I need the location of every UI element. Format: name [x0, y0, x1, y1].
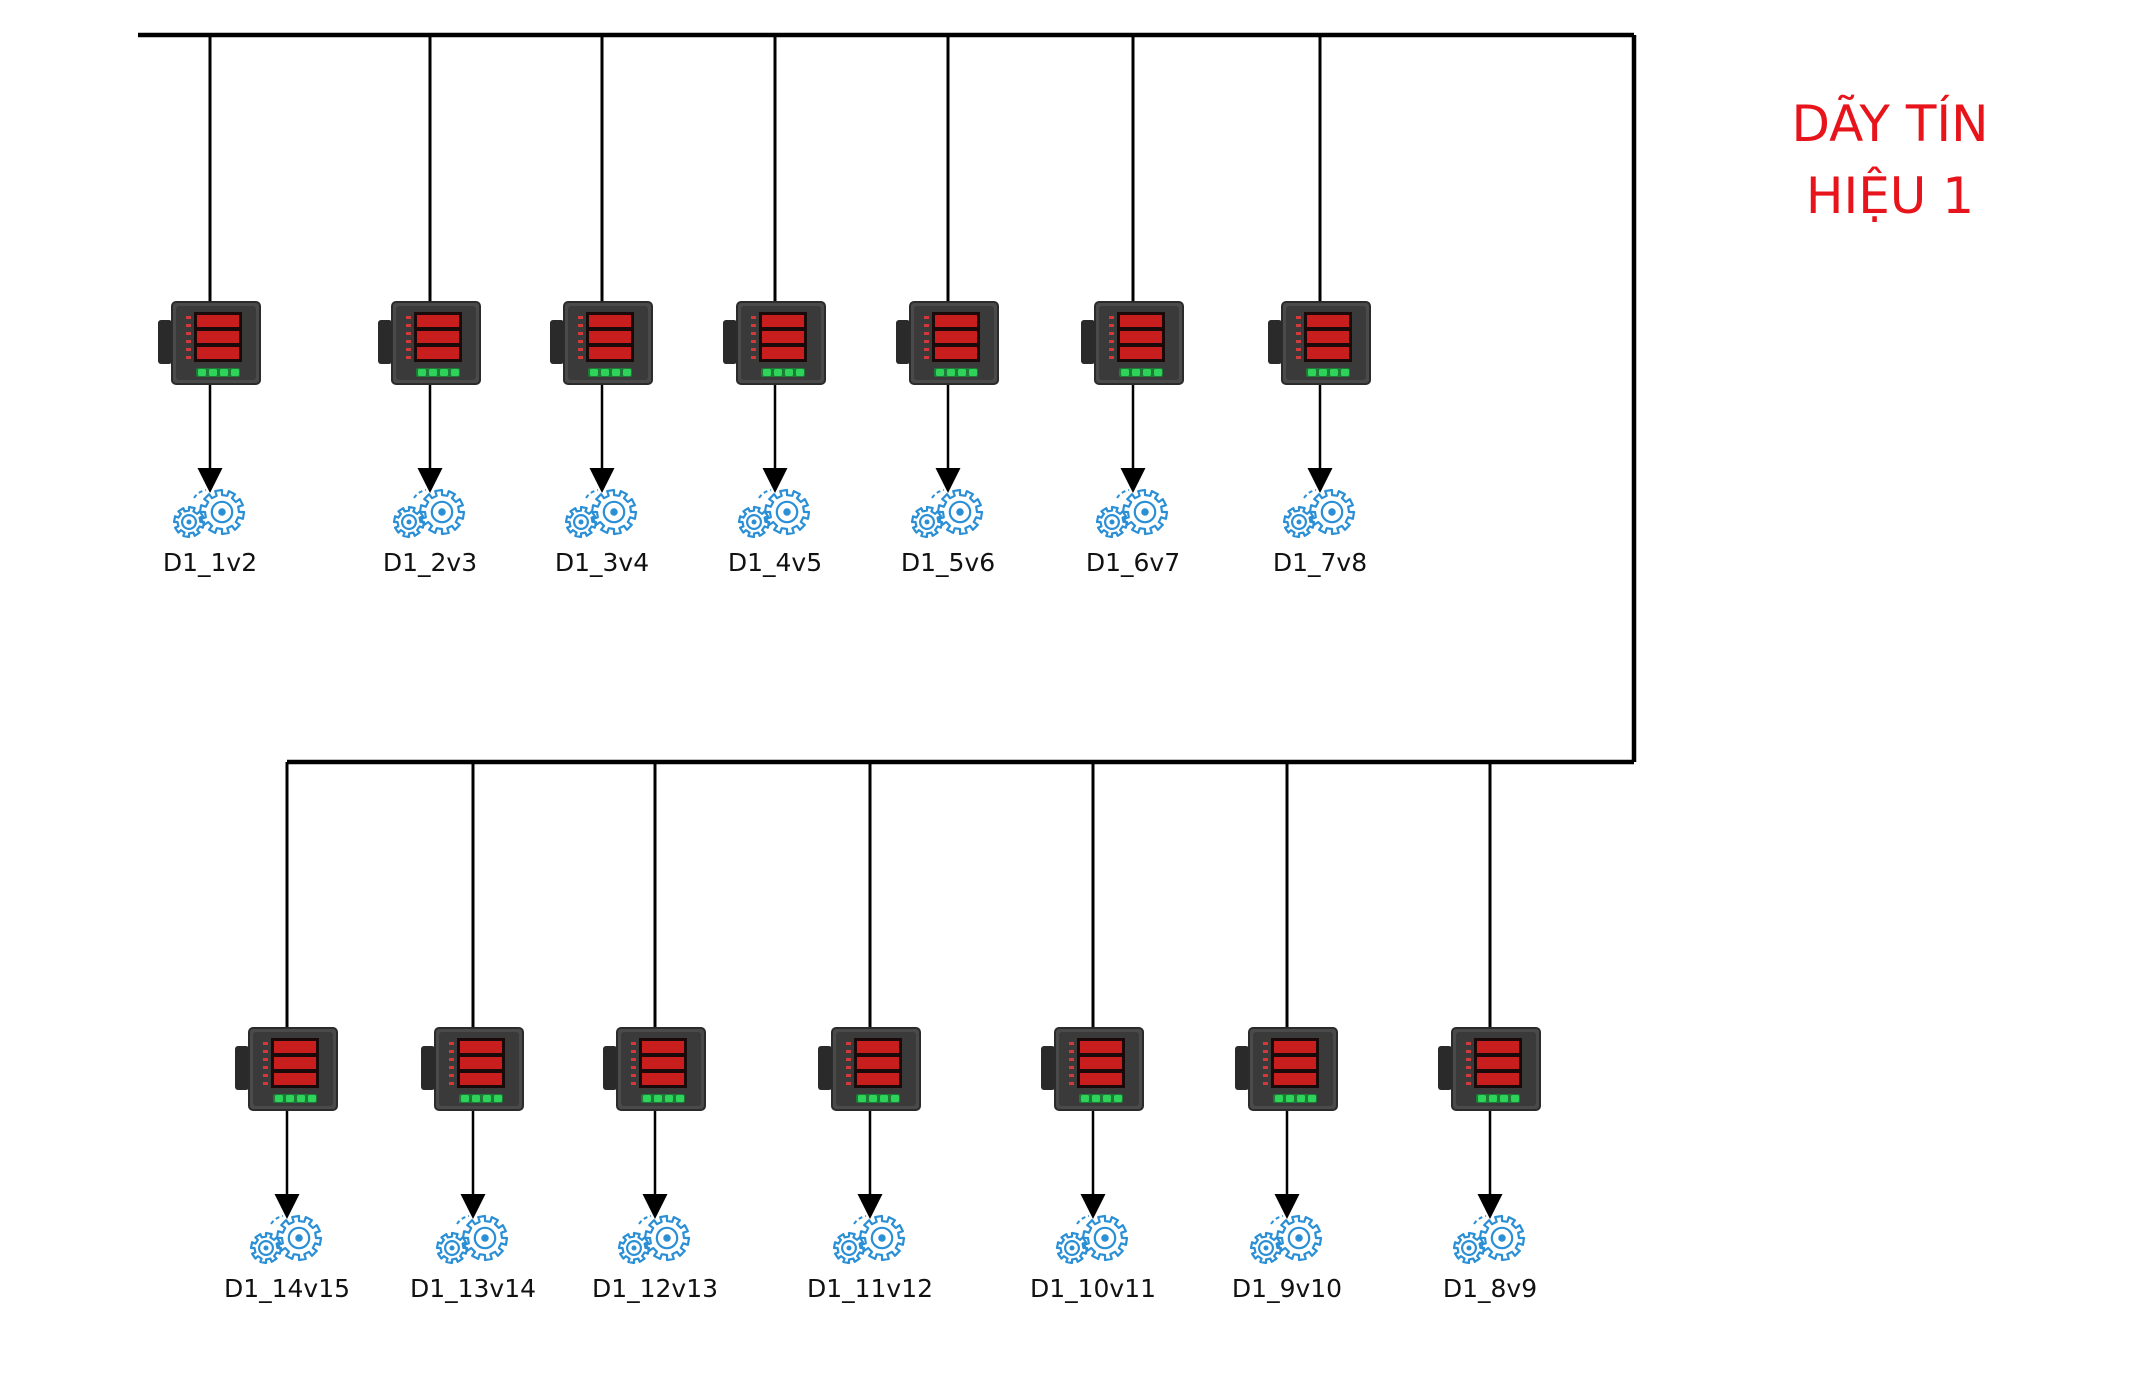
gears-icon — [1055, 1214, 1129, 1265]
node-label: D1_2v3 — [383, 548, 477, 577]
power-meter-icon — [1235, 1027, 1338, 1111]
gears-icon — [910, 488, 984, 539]
power-meter-icon — [603, 1027, 706, 1111]
power-meter-icon — [1081, 301, 1184, 385]
node-label: D1_7v8 — [1273, 548, 1367, 577]
power-meter-icon — [723, 301, 826, 385]
node-label: D1_9v10 — [1232, 1274, 1342, 1303]
node-label: D1_8v9 — [1443, 1274, 1537, 1303]
node-label: D1_1v2 — [163, 548, 257, 577]
power-meter-icon — [1438, 1027, 1541, 1111]
gears-icon — [435, 1214, 509, 1265]
node-label: D1_13v14 — [410, 1274, 536, 1303]
gears-icon — [737, 488, 811, 539]
power-meter-icon — [1041, 1027, 1144, 1111]
power-meter-icon — [1268, 301, 1371, 385]
title-line-1: DÃY TÍN — [1791, 95, 1989, 153]
gears-icon — [172, 488, 246, 539]
node-label: D1_3v4 — [555, 548, 649, 577]
gears-icon — [1452, 1214, 1526, 1265]
title-line-2: HIỆU 1 — [1805, 167, 1975, 225]
power-meter-icon — [235, 1027, 338, 1111]
gears-icon — [832, 1214, 906, 1265]
power-meter-icon — [378, 301, 481, 385]
gears-icon — [617, 1214, 691, 1265]
gears-icon — [1095, 488, 1169, 539]
node-label: D1_10v11 — [1030, 1274, 1156, 1303]
bus-wires — [138, 32, 1637, 1219]
power-meter-icon — [421, 1027, 524, 1111]
gears-icon — [1282, 488, 1356, 539]
diagram-title: DÃY TÍN HIỆU 1 — [1740, 88, 2040, 232]
gears-icon — [564, 488, 638, 539]
node-label: D1_6v7 — [1086, 548, 1180, 577]
power-meter-icon — [550, 301, 653, 385]
gears-icon — [392, 488, 466, 539]
power-meter-icon — [818, 1027, 921, 1111]
power-meter-icon — [896, 301, 999, 385]
node-label: D1_11v12 — [807, 1274, 933, 1303]
node-label: D1_4v5 — [728, 548, 822, 577]
power-meter-icon — [158, 301, 261, 385]
gears-icon — [249, 1214, 323, 1265]
node-label: D1_14v15 — [224, 1274, 350, 1303]
node-label: D1_5v6 — [901, 548, 995, 577]
node-label: D1_12v13 — [592, 1274, 718, 1303]
gears-icon — [1249, 1214, 1323, 1265]
